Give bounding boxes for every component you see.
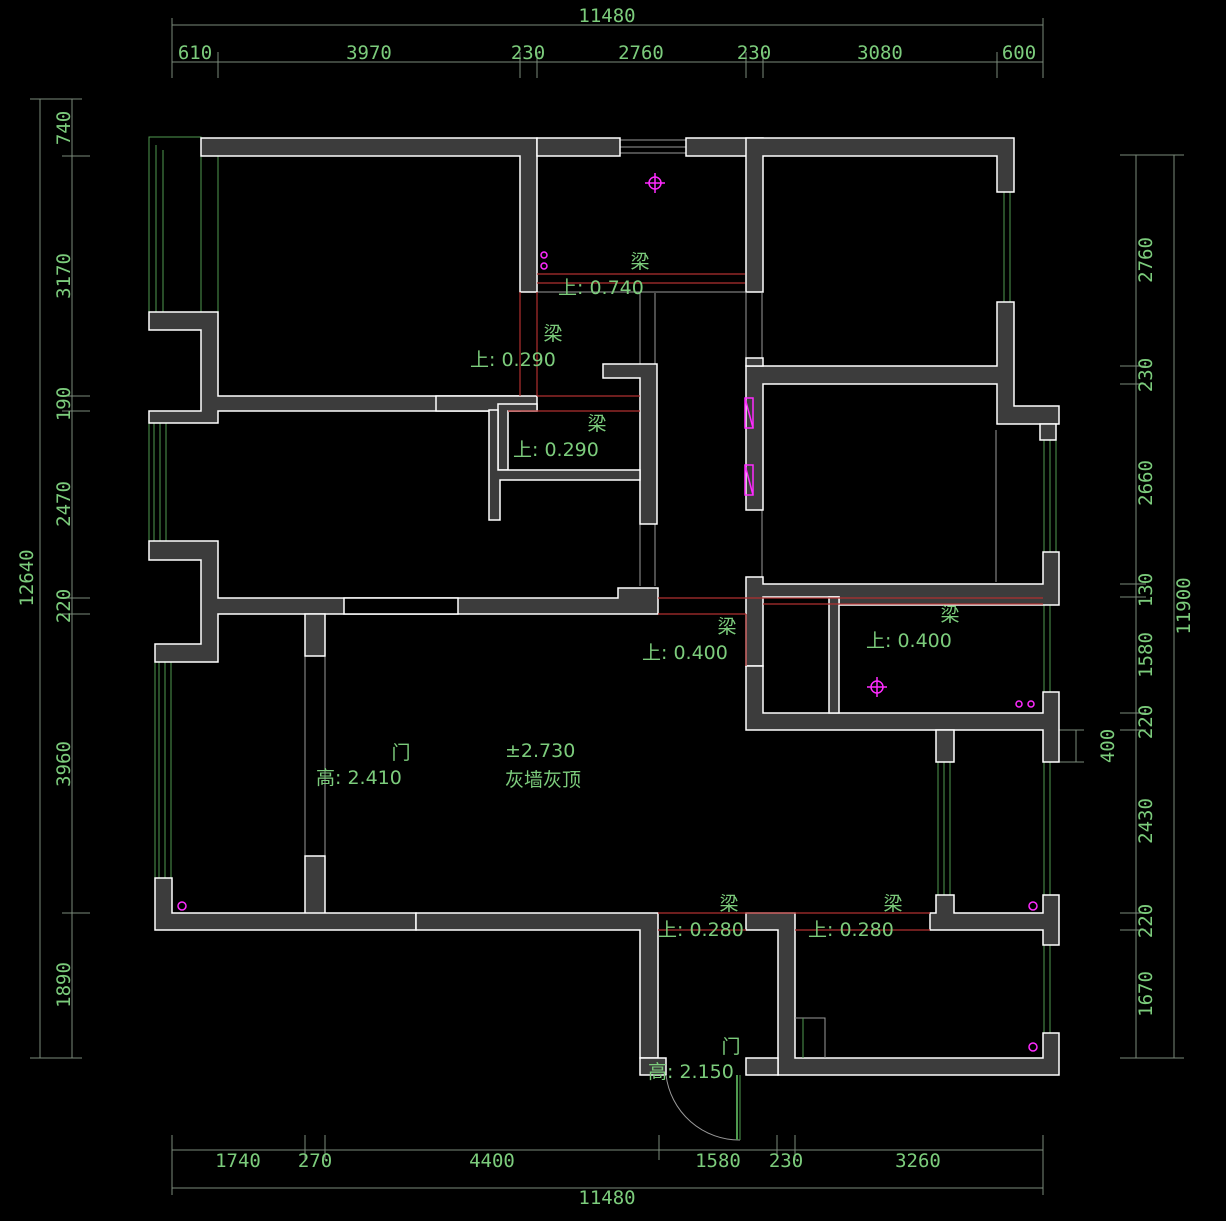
ceiling-note-label: 灰墙灰顶 (505, 769, 581, 791)
beam-height-label: 上: 0.740 (558, 277, 644, 299)
entry-door (665, 1017, 826, 1141)
right-dim-4: 130 (1135, 573, 1157, 607)
beam-height-label: 上: 0.400 (866, 630, 952, 652)
bottom-total-dim: 11480 (578, 1187, 635, 1209)
pipe-icon (1027, 700, 1035, 708)
walls (148, 137, 1060, 1076)
pipe-icon (1028, 901, 1038, 911)
top-dim-3: 230 (511, 42, 545, 64)
bottom-dim-2: 270 (298, 1150, 332, 1172)
right-extra-dim: 400 (1097, 729, 1119, 763)
left-dim-3: 190 (53, 387, 75, 421)
top-dim-1: 610 (178, 42, 212, 64)
door-label: 门 (391, 742, 410, 764)
top-dim-6: 3080 (857, 42, 903, 64)
right-dim-6: 220 (1135, 705, 1157, 739)
pipe-icon (1028, 1042, 1038, 1052)
right-total-dim: 11900 (1173, 577, 1195, 634)
right-dim-7: 2430 (1135, 798, 1157, 844)
top-total-dim: 11480 (578, 5, 635, 27)
right-dim-3: 2660 (1135, 460, 1157, 506)
beam-height-label: 上: 0.280 (808, 919, 894, 941)
door-label: 门 (721, 1036, 740, 1058)
beam-label: 梁 (883, 893, 902, 915)
door-height-label: 高: 2.410 (316, 767, 402, 789)
bottom-dim-4: 1580 (695, 1150, 741, 1172)
top-dim-7: 600 (1002, 42, 1036, 64)
pipe-icon (540, 262, 548, 270)
duct-icon (744, 397, 754, 429)
left-dim-2: 3170 (53, 253, 75, 299)
beam-lines (508, 273, 1043, 931)
top-dim-2: 3970 (346, 42, 392, 64)
pipe-icon (177, 901, 187, 911)
bottom-dim-3: 4400 (469, 1150, 515, 1172)
pipe-icon (540, 251, 548, 259)
top-dimensions: 11480 610 3970 230 2760 230 3080 600 (171, 5, 1044, 78)
beam-label: 梁 (717, 616, 736, 638)
beam-label: 梁 (543, 323, 562, 345)
right-dim-2: 230 (1135, 358, 1157, 392)
duct-icon (744, 464, 754, 496)
top-dim-4: 2760 (618, 42, 664, 64)
left-dim-5: 220 (53, 589, 75, 623)
ceiling-level-label: ±2.730 (505, 740, 575, 762)
top-dim-5: 230 (737, 42, 771, 64)
pipe-icon (1015, 700, 1023, 708)
bottom-dimensions: 1740 270 4400 1580 230 3260 11480 (171, 1135, 1044, 1209)
left-total-dim: 12640 (16, 549, 38, 606)
ceiling-light-icon (645, 173, 665, 193)
right-dim-9: 1670 (1135, 971, 1157, 1017)
right-dimensions: 11900 2760 230 2660 130 1580 220 2430 22… (1058, 154, 1195, 1059)
right-dim-8: 220 (1135, 904, 1157, 938)
right-dim-5: 1580 (1135, 632, 1157, 678)
bottom-dim-5: 230 (769, 1150, 803, 1172)
annotations: 梁 上: 0.740 梁 上: 0.290 梁 上: 0.290 梁 上: 0.… (316, 251, 960, 1083)
left-dim-4: 2470 (53, 481, 75, 527)
ceiling-light-icon (867, 677, 887, 697)
beam-label: 梁 (719, 893, 738, 915)
beam-height-label: 上: 0.280 (658, 919, 744, 941)
door-height-label: 高: 2.150 (648, 1061, 734, 1083)
beam-height-label: 上: 0.290 (470, 349, 556, 371)
beam-height-label: 上: 0.290 (513, 439, 599, 461)
beam-label: 梁 (940, 604, 959, 626)
left-dim-7: 1890 (53, 962, 75, 1008)
beam-label: 梁 (587, 413, 606, 435)
left-dim-1: 740 (53, 111, 75, 145)
left-dim-6: 3960 (53, 741, 75, 787)
bottom-dim-1: 1740 (215, 1150, 261, 1172)
beam-label: 梁 (630, 251, 649, 273)
fixtures (177, 173, 1038, 1052)
right-dim-1: 2760 (1135, 237, 1157, 283)
bottom-dim-6: 3260 (895, 1150, 941, 1172)
left-dimensions: 12640 740 3170 190 2470 220 3960 1890 (16, 98, 90, 1059)
beam-height-label: 上: 0.400 (642, 642, 728, 664)
